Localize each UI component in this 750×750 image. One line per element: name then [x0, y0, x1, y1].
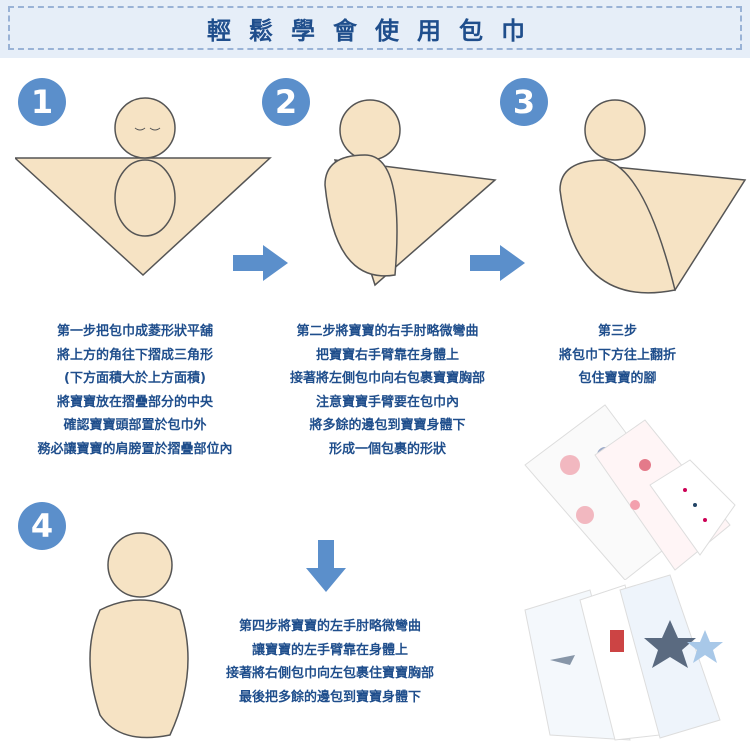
text-line: (下方面積大於上方面積) [64, 371, 206, 386]
step-2-text: 第二步將寶寶的右手肘略微彎曲 把寶寶右手臂靠在身體上 接著將左側包巾向右包裹寶寶… [255, 320, 520, 461]
arrow-right-icon [233, 245, 288, 281]
step-4-text: 第四步將寶寶的左手肘略微彎曲 讓寶寶的左手臂靠在身體上 接著將右側包巾向左包裹住… [190, 615, 470, 709]
text-line: 第二步將寶寶的右手肘略微彎曲 [296, 324, 479, 339]
text-line: 第四步將寶寶的左手肘略微彎曲 [238, 619, 421, 634]
text-line: 形成一個包裹的形狀 [328, 441, 446, 457]
text-line: 將寶寶放在摺疊部分的中央 [56, 394, 213, 410]
step-1-number: 1 [18, 78, 66, 126]
text-line: 包住寶寶的腳 [578, 371, 657, 386]
step-4-illustration [89, 532, 189, 739]
text-line: 最後把多餘的邊包到寶寶身體下 [238, 689, 421, 705]
arrow-down-icon [306, 540, 346, 592]
text-line: 將多餘的邊包到寶寶身體下 [309, 418, 466, 433]
text-line: 注意寶寶手臂要在包巾內 [315, 394, 459, 410]
step-1-illustration [15, 97, 272, 277]
step-2-illustration [324, 99, 497, 287]
text-line: 讓寶寶的左手臂靠在身體上 [251, 642, 408, 658]
step-3-illustration [559, 99, 747, 294]
step-4-number: 4 [18, 502, 66, 550]
text-line: 將上方的角往下摺成三角形 [56, 347, 213, 363]
step-3-number: 3 [500, 78, 548, 126]
text-line: 確認寶寶頭部置於包巾外 [63, 418, 207, 433]
page-title: 輕鬆學會使用包巾 [207, 16, 543, 45]
header: 輕鬆學會使用包巾 [0, 0, 750, 58]
header-frame: 輕鬆學會使用包巾 [8, 6, 742, 50]
text-line: 把寶寶右手臂靠在身體上 [315, 347, 459, 363]
arrow-right-icon [470, 245, 525, 281]
step-1-text: 第一步把包巾成菱形狀平舖 將上方的角往下摺成三角形 (下方面積大於上方面積) 將… [0, 320, 270, 461]
text-line: 接著將左側包巾向右包裹寶寶胸部 [289, 371, 485, 386]
text-line: 第一步把包巾成菱形狀平舖 [56, 324, 213, 339]
text-line: 接著將右側包巾向左包裹住寶寶胸部 [225, 666, 434, 681]
swaddle-product-photo-2 [524, 574, 723, 741]
step-3-text: 第三步 將包巾下方往上翻折 包住寶寶的腳 [520, 320, 715, 391]
text-line: 第三步 [597, 324, 637, 339]
text-line: 務必讓寶寶的肩膀置於摺疊部位內 [37, 441, 233, 457]
text-line: 將包巾下方往上翻折 [558, 347, 676, 363]
step-2-number: 2 [262, 78, 310, 126]
swaddle-product-photo-1 [524, 404, 736, 580]
